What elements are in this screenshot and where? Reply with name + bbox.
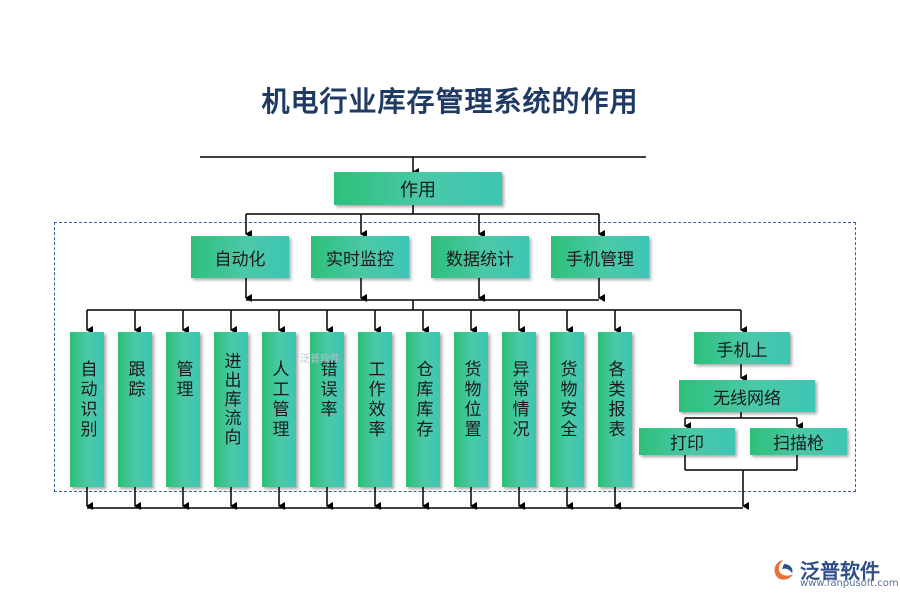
column-label: 货物位置 [460,360,481,440]
column-node: 仓库库存 [406,332,440,487]
column-label: 自动识别 [76,360,97,440]
column-label: 各类报表 [604,360,625,440]
logo-icon [774,559,793,580]
column-label: 跟踪 [124,360,145,400]
node-data-statistics: 数据统计 [431,236,529,278]
column-label: 仓库库存 [412,360,433,440]
column-label: 错误率 [316,360,337,420]
column-label: 人工管理 [268,360,289,440]
node-wireless-network: 无线网络 [679,380,815,412]
column-label: 进出库流向 [220,352,241,447]
node-print: 打印 [639,428,735,455]
column-node: 管理 [166,332,200,487]
node-mobile: 手机上 [694,332,790,364]
node-automation: 自动化 [191,236,289,278]
column-label: 工作效率 [364,360,385,440]
column-label: 管理 [172,360,193,400]
column-node: 异常情况 [502,332,536,487]
brand-logo: 泛普软件 [770,555,880,584]
column-label: 货物安全 [556,360,577,440]
column-node: 工作效率 [358,332,392,487]
column-node: 货物安全 [550,332,584,487]
logo-url: www.fanpusoft.com [800,578,899,589]
column-node: 错误率 [310,332,344,487]
node-scanner: 扫描枪 [750,428,847,455]
column-node: 跟踪 [118,332,152,487]
node-realtime-monitor: 实时监控 [311,236,409,278]
column-label: 异常情况 [508,360,529,440]
watermark: 泛普软件 [300,354,340,365]
column-node: 进出库流向 [214,332,248,487]
dashed-frame [54,222,856,492]
column-node: 人工管理 [262,332,296,487]
node-mobile-management: 手机管理 [551,236,649,278]
root-node: 作用 [334,172,502,205]
diagram-title: 机电行业库存管理系统的作用 [261,85,639,118]
column-node: 自动识别 [70,332,104,487]
column-node: 各类报表 [598,332,632,487]
column-node: 货物位置 [454,332,488,487]
logo-name: 泛普软件 [800,559,880,583]
